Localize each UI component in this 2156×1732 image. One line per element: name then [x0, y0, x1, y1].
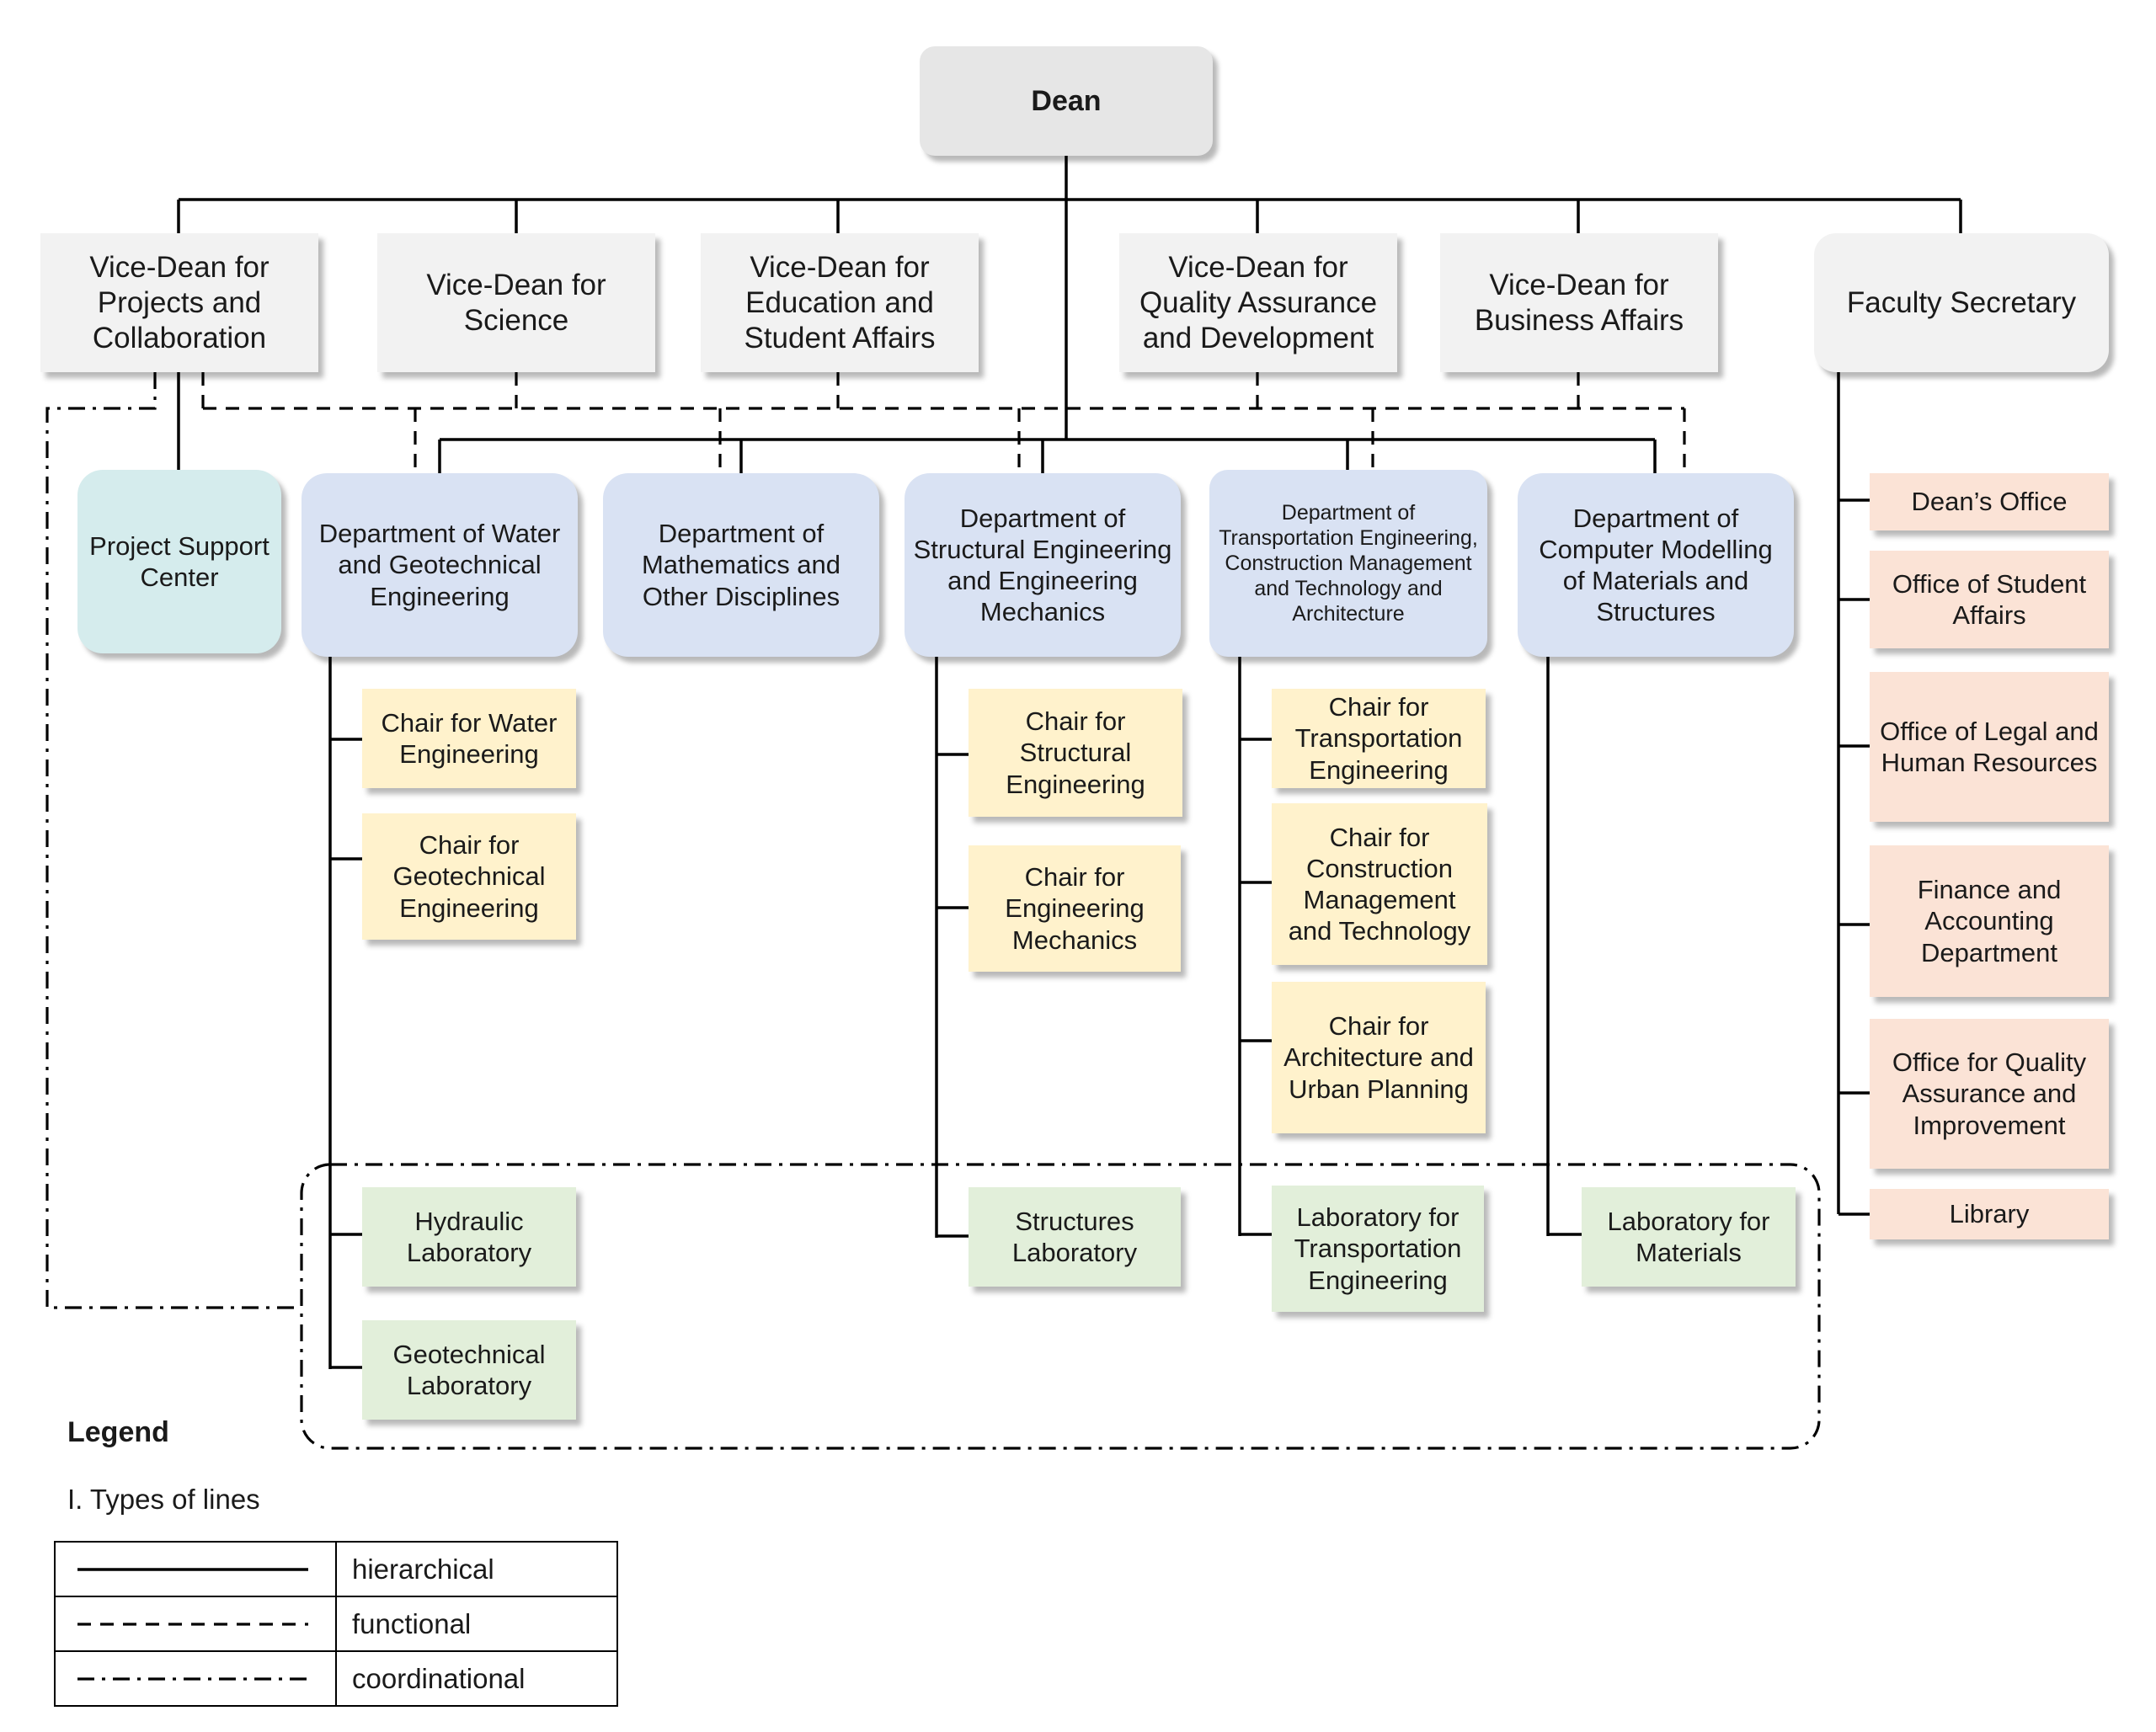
vice-dean-education-box: Vice-Dean for Education and Student Affa… [701, 233, 979, 372]
chair-transportation-label: Chair for Transportation Engineering [1294, 692, 1463, 785]
lab-hydraulic-box: Hydraulic Laboratory [362, 1187, 576, 1287]
vice-dean-science-label: Vice-Dean for Science [426, 268, 606, 337]
vice-dean-projects-box: Vice-Dean for Projects and Collaboration [40, 233, 318, 372]
faculty-secretary-label: Faculty Secretary [1846, 285, 2077, 319]
dean-box: Dean [920, 46, 1213, 156]
project-support-center-label: Project Support Center [89, 530, 270, 592]
office-library-label: Library [1949, 1199, 2030, 1229]
legend-row-hierarchical: hierarchical [54, 1541, 618, 1597]
lab-geotechnical-box: Geotechnical Laboratory [362, 1320, 576, 1420]
legend-row-coordinational: coordinational [54, 1650, 618, 1707]
legend-label-coordinational: coordinational [335, 1650, 618, 1707]
department-structural-box: Department of Structural Engineering and… [905, 473, 1181, 657]
chair-construction-label: Chair for Construction Management and Te… [1288, 822, 1471, 946]
lab-hydraulic-label: Hydraulic Laboratory [406, 1206, 532, 1267]
chair-structural-label: Chair for Structural Engineering [1006, 706, 1145, 799]
office-finance-box: Finance and Accounting Department [1870, 845, 2109, 997]
legend-label-hierarchical: hierarchical [335, 1541, 618, 1597]
office-deans-box: Dean’s Office [1870, 473, 2109, 530]
department-transport-box: Department of Transportation Engineering… [1209, 470, 1487, 657]
office-quality-label: Office for Quality Assurance and Improve… [1892, 1047, 2087, 1140]
vice-dean-education-label: Vice-Dean for Education and Student Affa… [744, 250, 936, 354]
vice-dean-science-box: Vice-Dean for Science [377, 233, 655, 372]
lab-materials-box: Laboratory for Materials [1582, 1187, 1796, 1287]
dean-label: Dean [1031, 84, 1102, 117]
legend-sample-dashed [54, 1596, 337, 1652]
lab-transportation-box: Laboratory for Transportation Engineerin… [1272, 1186, 1484, 1312]
legend-title: Legend [67, 1416, 169, 1448]
chair-geotechnical-box: Chair for Geotechnical Engineering [362, 813, 576, 940]
office-finance-label: Finance and Accounting Department [1917, 875, 2062, 967]
office-legal-hr-label: Office of Legal and Human Resources [1880, 716, 2099, 777]
lab-transportation-label: Laboratory for Transportation Engineerin… [1294, 1202, 1462, 1295]
legend-row-functional: functional [54, 1596, 618, 1652]
office-library-box: Library [1870, 1189, 2109, 1239]
office-student-affairs-box: Office of Student Affairs [1870, 551, 2109, 648]
department-math-box: Department of Mathematics and Other Disc… [603, 473, 879, 657]
chair-geotechnical-label: Chair for Geotechnical Engineering [392, 830, 546, 923]
faculty-secretary-box: Faculty Secretary [1814, 233, 2109, 372]
office-legal-hr-box: Office of Legal and Human Resources [1870, 672, 2109, 822]
department-water-label: Department of Water and Geotechnical Eng… [318, 519, 561, 611]
lab-structures-label: Structures Laboratory [1011, 1206, 1138, 1267]
chair-water-box: Chair for Water Engineering [362, 689, 576, 788]
department-computer-box: Department of Computer Modelling of Mate… [1518, 473, 1794, 657]
legend-sample-dash-dot [54, 1650, 337, 1707]
lab-structures-box: Structures Laboratory [969, 1187, 1181, 1287]
vice-dean-quality-label: Vice-Dean for Quality Assurance and Deve… [1139, 250, 1378, 354]
chair-mechanics-label: Chair for Engineering Mechanics [1005, 862, 1145, 955]
chair-architecture-box: Chair for Architecture and Urban Plannin… [1272, 982, 1486, 1133]
chair-structural-box: Chair for Structural Engineering [969, 689, 1182, 817]
legend-table: hierarchical functional coordinational [54, 1541, 618, 1707]
department-water-box: Department of Water and Geotechnical Eng… [302, 473, 578, 657]
department-computer-label: Department of Computer Modelling of Mate… [1539, 503, 1773, 627]
project-support-center-box: Project Support Center [77, 470, 281, 653]
chair-construction-box: Chair for Construction Management and Te… [1272, 803, 1487, 965]
lab-materials-label: Laboratory for Materials [1607, 1206, 1770, 1267]
chair-mechanics-box: Chair for Engineering Mechanics [969, 845, 1181, 972]
vice-dean-projects-label: Vice-Dean for Projects and Collaboration [89, 250, 270, 354]
department-structural-label: Department of Structural Engineering and… [913, 503, 1172, 627]
vice-dean-quality-box: Vice-Dean for Quality Assurance and Deve… [1119, 233, 1397, 372]
legend-subtitle: I. Types of lines [67, 1484, 260, 1515]
chair-water-label: Chair for Water Engineering [381, 707, 558, 769]
office-student-affairs-label: Office of Student Affairs [1892, 568, 2087, 630]
legend-sample-solid [54, 1541, 337, 1597]
department-transport-label: Department of Transportation Engineering… [1219, 501, 1478, 626]
department-math-label: Department of Mathematics and Other Disc… [641, 519, 841, 611]
chair-transportation-box: Chair for Transportation Engineering [1272, 689, 1486, 788]
vice-dean-business-box: Vice-Dean for Business Affairs [1440, 233, 1718, 372]
chair-architecture-label: Chair for Architecture and Urban Plannin… [1283, 1011, 1474, 1104]
office-quality-box: Office for Quality Assurance and Improve… [1870, 1019, 2109, 1169]
vice-dean-business-label: Vice-Dean for Business Affairs [1474, 268, 1684, 337]
office-deans-label: Dean’s Office [1911, 487, 2068, 517]
legend-label-functional: functional [335, 1596, 618, 1652]
lab-geotechnical-label: Geotechnical Laboratory [392, 1339, 546, 1400]
